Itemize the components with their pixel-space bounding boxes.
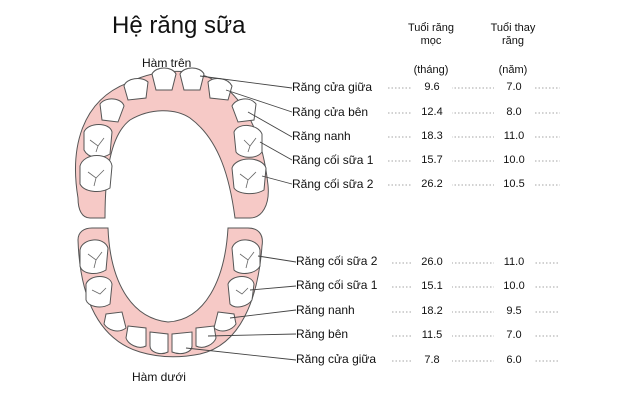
- lower-row-name: Răng cối sữa 1: [296, 278, 378, 292]
- lower-molar-fissures: [87, 251, 255, 295]
- diagram-title: Hệ răng sữa: [112, 12, 246, 39]
- lower-shedding-value: 6.0: [494, 354, 534, 366]
- lower-row-name: Răng bên: [296, 327, 349, 341]
- lower-row-name: Răng nanh: [296, 303, 355, 317]
- eruption-column-header: Tuổi răng mọc: [396, 22, 466, 48]
- row-guides: [388, 87, 560, 362]
- upper-canine-right-icon: [231, 98, 257, 123]
- leader-lines: [185, 75, 297, 361]
- lower-shedding-value: 7.0: [494, 329, 534, 341]
- shedding-column-header: Tuổi thay răng: [478, 22, 548, 48]
- upper-shedding-value: 8.0: [494, 106, 534, 118]
- eruption-header-line2: mọc: [420, 35, 442, 47]
- upper-eruption-value: 9.6: [412, 81, 452, 93]
- upper-row-name: Răng cửa giữa: [292, 80, 373, 94]
- lower-molar2-left-icon: [79, 239, 109, 274]
- upper-molar1-left-icon: [83, 124, 113, 158]
- upper-molar1-right-icon: [233, 125, 263, 158]
- upper-row-name: Răng cối sữa 1: [292, 153, 374, 167]
- lower-eruption-value: 7.8: [412, 354, 452, 366]
- lower-shedding-value: 9.5: [494, 305, 534, 317]
- lower-shedding-value: 11.0: [494, 256, 534, 268]
- upper-molar2-right-icon: [231, 158, 267, 195]
- upper-row-name: Răng nanh: [292, 129, 351, 143]
- lower-canine-right-icon: [213, 311, 237, 332]
- upper-row-name: Răng cửa bên: [292, 105, 369, 119]
- eruption-header-line1: Tuổi răng: [407, 22, 455, 34]
- upper-teeth: [79, 67, 267, 195]
- shedding-header-unit: (năm): [498, 64, 528, 76]
- lower-lateral-incisor-right-icon: [195, 325, 217, 348]
- lower-molar1-right-icon: [227, 276, 255, 308]
- upper-molar-fissures: [87, 137, 257, 189]
- lower-lateral-incisor-left-icon: [125, 325, 147, 348]
- upper-shedding-value: 11.0: [494, 130, 534, 142]
- lower-shedding-value: 10.0: [494, 280, 534, 292]
- upper-lateral-incisor-left-icon: [123, 78, 149, 101]
- upper-canine-left-icon: [99, 98, 125, 123]
- shedding-header-line2: răng: [501, 35, 525, 47]
- upper-shedding-value: 10.0: [494, 154, 534, 166]
- upper-eruption-value: 15.7: [412, 154, 452, 166]
- upper-central-incisor-right-icon: [179, 67, 205, 91]
- eruption-header-unit: (tháng): [413, 64, 449, 76]
- shedding-header-line1: Tuổi thay: [490, 22, 536, 34]
- lower-eruption-value: 15.1: [412, 280, 452, 292]
- lower-molar1-left-icon: [85, 276, 113, 308]
- lower-row-name: Răng cửa giữa: [296, 352, 377, 366]
- lower-teeth: [79, 239, 261, 355]
- upper-eruption-value: 18.3: [412, 130, 452, 142]
- upper-shedding-value: 7.0: [494, 81, 534, 93]
- upper-central-incisor-left-icon: [151, 67, 177, 91]
- lower-molar2-right-icon: [231, 239, 261, 274]
- upper-eruption-value: 12.4: [412, 106, 452, 118]
- lower-eruption-value: 18.2: [412, 305, 452, 317]
- lower-central-incisor-right-icon: [171, 331, 193, 355]
- upper-row-name: Răng cối sữa 2: [292, 177, 374, 191]
- upper-jaw-label: Hàm trên: [142, 56, 192, 70]
- lower-eruption-value: 26.0: [412, 256, 452, 268]
- lower-eruption-value: 11.5: [412, 329, 452, 341]
- lower-row-name: Răng cối sữa 2: [296, 254, 378, 268]
- upper-eruption-value: 26.2: [412, 178, 452, 190]
- upper-molar2-left-icon: [79, 155, 113, 192]
- lower-canine-left-icon: [103, 311, 127, 332]
- upper-shedding-value: 10.5: [494, 178, 534, 190]
- upper-lateral-incisor-right-icon: [207, 78, 233, 101]
- lower-central-incisor-left-icon: [149, 331, 169, 355]
- lower-jaw-label: Hàm dưới: [132, 370, 186, 384]
